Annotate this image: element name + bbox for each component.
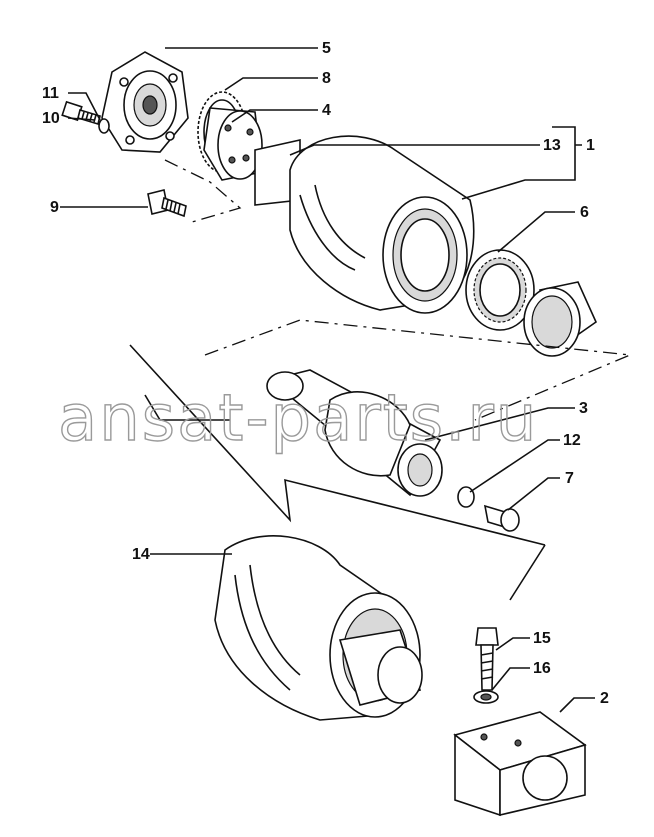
washer-11 (98, 118, 110, 134)
bearing-ring (465, 249, 535, 331)
callout-8: 8 (322, 70, 331, 87)
callout-12: 12 (563, 432, 581, 449)
callout-15: 15 (533, 630, 551, 647)
assembly-envelope (204, 319, 631, 421)
shaft (266, 369, 443, 497)
watermark-text: ansat-parts.ru (58, 382, 538, 456)
callout-1: 1 (586, 137, 595, 154)
plug-screw-7 (483, 504, 520, 532)
bushing-sleeve (523, 281, 598, 357)
callout-13: 13 (543, 137, 561, 154)
callout-6: 6 (580, 204, 589, 221)
callout-14: 14 (132, 546, 150, 563)
leader-lines (60, 47, 595, 713)
roller-body (254, 135, 475, 314)
bracket-block (453, 711, 587, 817)
callout-5: 5 (322, 40, 331, 57)
callout-2: 2 (600, 690, 609, 707)
callout-4: 4 (322, 102, 331, 119)
callout-10: 10 (42, 110, 60, 127)
callout-11: 11 (42, 85, 59, 102)
callout-3: 3 (579, 400, 588, 417)
bolt-9 (147, 189, 187, 218)
bolt-15 (475, 627, 499, 691)
assembly-line-bolt9 (164, 159, 242, 223)
washer-16 (473, 690, 499, 704)
callout-9: 9 (50, 199, 59, 216)
leader-roller-14 (129, 344, 546, 546)
callout-16: 16 (533, 660, 551, 677)
flange-cover-plate (101, 51, 189, 153)
callout-7: 7 (565, 470, 574, 487)
roller-assembly-14 (214, 535, 423, 721)
